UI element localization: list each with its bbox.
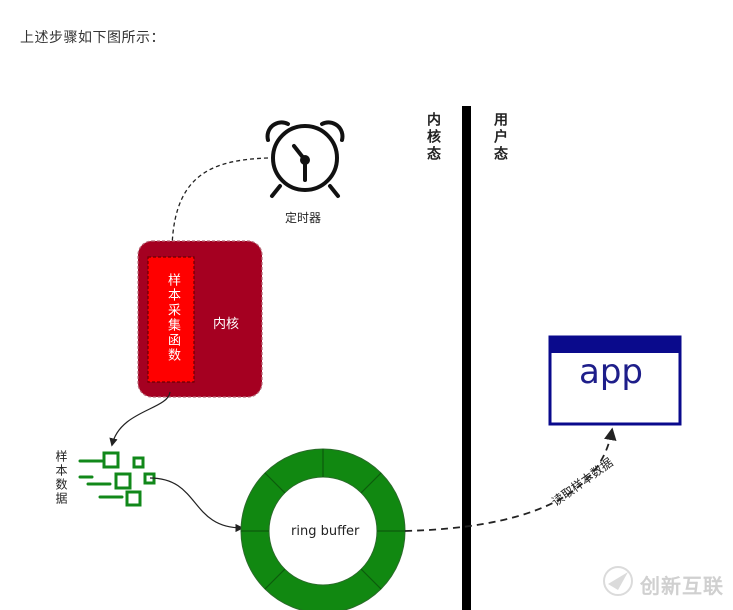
watermark-text: 创新互联 — [640, 574, 724, 598]
sample-function-box — [147, 256, 195, 383]
timer-label: 定时器 — [285, 211, 322, 225]
sample-data-icon — [78, 451, 156, 507]
sample-data-label: 样本数据 — [54, 450, 68, 506]
ring-to-app-arrow — [404, 427, 617, 532]
kernel-label: 内核 — [213, 317, 240, 332]
sample-to-ring-arrow — [149, 477, 244, 533]
watermark-logo-icon — [603, 566, 633, 596]
kernel-space-label: 内核态 — [425, 112, 441, 163]
intro-text: 上述步骤如下图所示： — [20, 30, 165, 46]
timer-to-sampler-arrow — [167, 157, 269, 262]
alarm-clock-icon — [265, 120, 345, 198]
kernel-to-sample-arrow — [109, 391, 171, 447]
ring-buffer-label: ring buffer — [291, 524, 360, 539]
app-label: app — [579, 352, 643, 392]
sample-function-label: 样本采集函数 — [165, 273, 180, 363]
user-space-label: 用户态 — [492, 112, 508, 163]
app-window — [548, 335, 682, 426]
kernel-user-divider — [462, 106, 471, 610]
